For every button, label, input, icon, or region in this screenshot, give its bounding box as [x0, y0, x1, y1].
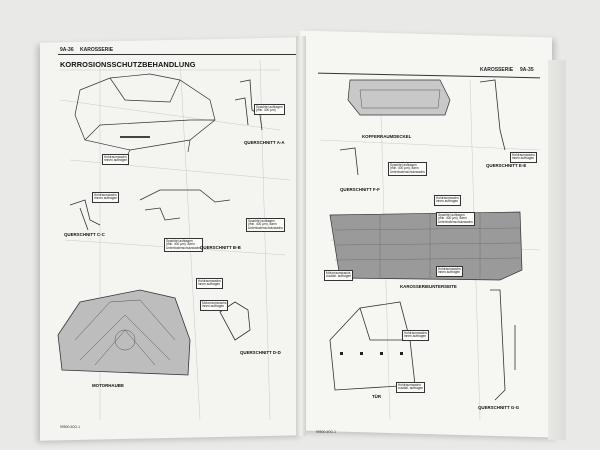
left-footer: 99500-60G-1: [60, 425, 80, 429]
left-header-code: 9A-36: [60, 47, 74, 53]
note-right-1: Hohlraumwachs innen auftragen: [510, 152, 537, 163]
label-section-gg: QUERSCHNITT G-G: [478, 405, 520, 410]
note-left-2: Hohlraumwachs rinnen auftragen: [102, 154, 130, 165]
label-section-aa: QUERSCHNITT A-A: [244, 140, 285, 145]
left-header-rule: [58, 54, 296, 55]
note-right-5: Motorraumwachs zusätzl. auftragen: [324, 270, 354, 281]
note-right-4: Spachtel auftragen (min. 400 µm). dann U…: [436, 212, 475, 227]
note-left-6: Hohlraumwachs innen auftragen: [196, 278, 223, 289]
right-header-code: 9A-35: [520, 67, 534, 73]
label-underbody: KAROSSERIEUNTERSEITE: [400, 284, 457, 289]
left-page-title: KORROSIONSSCHUTZBEHANDLUNG: [60, 60, 196, 69]
note-right-8: Hohlraumwachs zusätzl. auftragen: [396, 382, 426, 393]
label-door: TÜR: [372, 394, 382, 399]
note-left-3: Hohlraumwachs rinnen auftragen: [92, 192, 120, 203]
label-trunk-lid: KOFFERRAUMDECKEL: [362, 134, 412, 139]
note-right-6: Hohlraumwachs innen auftragen: [436, 266, 463, 277]
note-left-1: Spachtel auftragen (min. 400 µm): [254, 104, 285, 115]
label-section-cc: QUERSCHNITT C-C: [64, 232, 105, 237]
note-right-3: Hohlraumwachs innen auftragen: [434, 195, 461, 206]
label-section-dd: QUERSCHNITT D-D: [240, 350, 281, 355]
right-footer: 99500-60G-1: [316, 430, 336, 434]
note-right-2: Spachtel auftragen (min. 400 µm). dann U…: [388, 162, 427, 177]
left-drawings: [57, 59, 291, 421]
label-hood: MOTORHAUBE: [92, 383, 124, 388]
label-section-bb: QUERSCHNITT B-B: [200, 245, 241, 250]
label-section-ff: QUERSCHNITT F-F: [340, 187, 380, 192]
book-spine: [296, 36, 306, 436]
label-section-ee: QUERSCHNITT E-E: [486, 163, 527, 168]
note-left-4: Spachtel auftragen (min. 400 µm). dann U…: [246, 218, 285, 233]
note-left-5: Spachtel auftragen (min. 400 µm). dann U…: [164, 238, 203, 253]
note-left-7: Motorraumwachs innen auftragen: [200, 300, 229, 311]
right-drawings: [319, 79, 541, 421]
left-header-section: KAROSSERIE: [80, 47, 114, 53]
note-right-7: Hohlraumwachs innen auftragen: [402, 330, 429, 341]
right-header-section: KAROSSERIE: [480, 67, 514, 73]
